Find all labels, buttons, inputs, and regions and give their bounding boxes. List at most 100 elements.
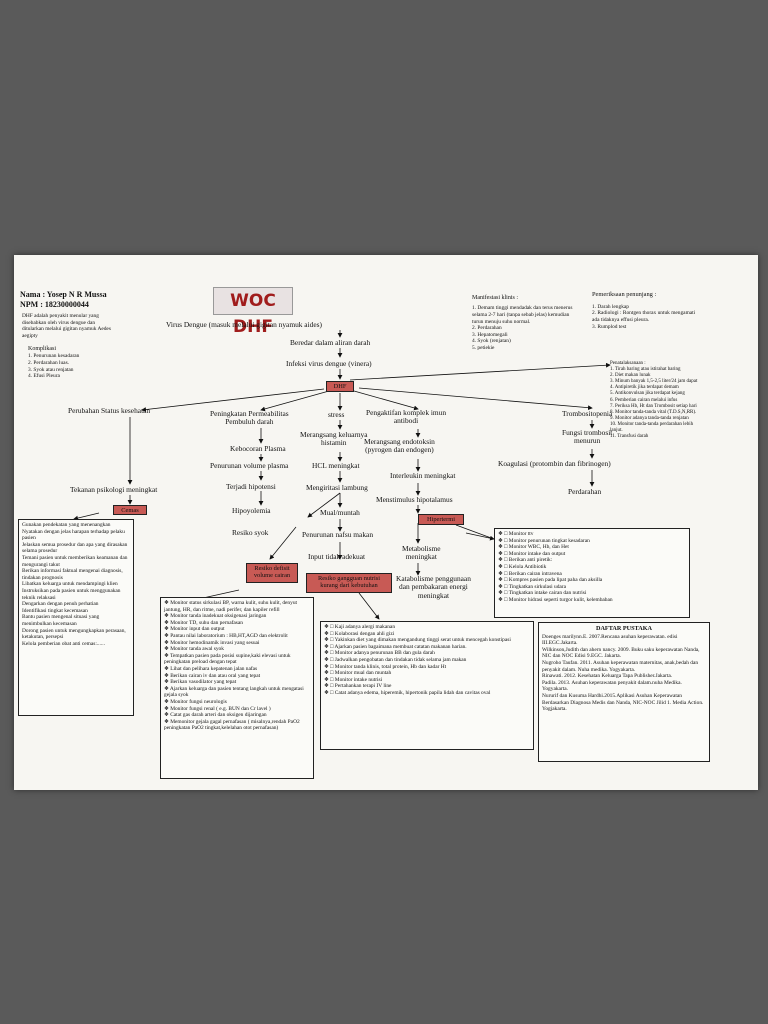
list-item: ❖ □ Jadwalkan pengobatan dan tindakan ti…: [324, 656, 467, 663]
node-thrombocytopenia: Trombositopenia: [562, 409, 613, 418]
list-item: Dorong pasien untuk mengungkapkan perasa…: [22, 627, 126, 641]
reference-item: Nugroho Taufan. 2011. Asuhan keperawatan…: [542, 659, 699, 673]
node-hypovolemia: Hipoyolemia: [232, 506, 271, 515]
reference-item: Nururif dan Kusuma Hardhi.2015.Aplikasi …: [542, 692, 704, 713]
node-thrombocyte-function: Fungsi trombosit menurun: [562, 428, 613, 446]
management-item: 2. Diet makan lunak: [610, 373, 651, 379]
management-item: 11. Transfusi darah: [610, 434, 649, 440]
node-nausea: Mual/muntah: [320, 508, 360, 517]
node-metabolism: Metabolisme meningkat: [402, 544, 441, 562]
fluid-interventions: ❖ Monitor status sirkulasi BP, warna kul…: [160, 597, 314, 779]
node-hcl: HCL meningkat: [312, 461, 360, 470]
node-health-change: Perubahan Status kesehatan: [68, 406, 151, 415]
list-item: ❖ Tempatkan pasien pada posisi supine,ka…: [164, 652, 291, 666]
list-item: Nyatakan dengan jelas harapan terhadap p…: [22, 528, 125, 542]
node-plasma-leak: Kebocoran Plasma: [230, 444, 286, 453]
reference-item: Rinawati. 2012. Kesehatan Keluarga Tapa …: [542, 673, 673, 680]
list-item: ❖ Monitor input dan output: [164, 626, 225, 633]
management-title: Penatalaksanaan :: [610, 361, 646, 366]
node-complex: Pengaktifan komplek imun antibodi: [366, 408, 447, 426]
management-section: Penatalaksanaan : 1. Tirah baring atau i…: [610, 361, 702, 440]
list-item: ❖ □ Tingkatkan intake cairan dan nutrisi: [498, 590, 587, 597]
nutrition-interventions: ❖ □ Kaji adanya alergi makanan ❖ □ Kolab…: [320, 621, 534, 750]
list-item: ❖ Monitor fungsi renal ( e.g. BUN dan Cr…: [164, 705, 271, 712]
reference-item: Wilkinson,Judith dan ahern nancy. 2009. …: [542, 646, 700, 660]
list-item: ❖ □ Kaji adanya alergi makanan: [324, 624, 396, 630]
node-infection: Infeksi virus dengue (vinera): [286, 359, 372, 368]
node-interleukin: Interleukin meningkat: [390, 471, 456, 480]
woc-sheet: Nama : Yosep N R Mussa NPM : 18230000044…: [14, 255, 758, 790]
management-item: 10. Monitor tanda-tanda perdarahan lebih…: [610, 421, 694, 434]
dx-fluid-deficit: Resiko defisit volume cairan: [246, 563, 298, 583]
references-title: DAFTAR PUSTAKA: [596, 625, 652, 632]
clinical-item: 3. Hepatomegali: [472, 331, 508, 338]
definition-text: DHF adalah penyakit menular yang disebab…: [22, 313, 111, 339]
anxiety-interventions: Gunakan pendekatan yang menenangkan Nyat…: [18, 519, 134, 716]
reference-item: Doenges marilynn.E. 2007.Rencana asuhan …: [542, 633, 678, 647]
list-item: Kelola pemberian obat anti cemas:......: [22, 640, 105, 647]
management-item: 7. Periksa Hb, Ht dan Trombosit setiap h…: [610, 403, 697, 409]
list-item: Jelaskan semua prosedur dan apa yang dir…: [22, 541, 128, 555]
management-item: 5. Antikonvulsan jika terdapat kejang: [610, 391, 685, 397]
clinical-item: 5. petiekie: [472, 344, 495, 351]
list-item: ❖ Monitor fungsi neurologis: [164, 698, 227, 705]
list-item: ❖ □ Monitor adanya penurunan BB dan gula…: [324, 650, 435, 657]
node-blood: Beredar dalam aliran darah: [290, 338, 371, 347]
complications-title: Komplikasi: [28, 346, 56, 352]
list-item: ❖ □ Monitor hidrasi seperti turgor kulit…: [498, 596, 613, 603]
node-bleeding: Perdarahan: [568, 487, 602, 496]
author-name: Nama : Yosep N R Mussa: [20, 290, 107, 299]
dx-hyperthermia: Hipertermi: [418, 514, 464, 525]
node-dhf: DHF: [326, 381, 354, 392]
support-section: Pemeriksaan penunjang : 1. Darah lengkap…: [592, 291, 702, 330]
complication-item: 3. Syok atau renjatan: [28, 366, 74, 373]
list-item: ❖ Monitor TD, suhu dan pernafasan: [164, 619, 243, 626]
list-item: ❖ □ Kelola Antibiotik: [498, 563, 547, 570]
page-title: WOC DHF: [213, 287, 293, 337]
clinical-item: 4. Syok (renjatan): [472, 338, 511, 345]
list-item: ❖ □ Yakinkan diet yang dimakan mengandun…: [324, 637, 511, 644]
list-item: ❖ □ Monitor ttv: [498, 531, 534, 537]
list-item: ❖ Monitor tanda inadekuat oksigenasi jar…: [164, 613, 267, 620]
node-hypothalamus: Menstimulus hipotalamus: [376, 495, 453, 504]
list-item: ❖ Memonitor gejala gagal pernafasan ( mi…: [164, 718, 300, 732]
node-appetite: Penurunan nafsu makan: [302, 530, 374, 539]
list-item: Dengarkan dengan penuh perhatian: [22, 601, 99, 608]
complication-item: 1. Penurunan kesadaran: [28, 353, 80, 360]
clinical-item: 1. Demam tinggi mendadak dan terus mener…: [472, 305, 573, 325]
node-coagulation: Koagulasi (protombin dan fibrinogen): [498, 459, 611, 468]
clinical-section: Manifestasi klinis : 1. Demam tinggi men…: [472, 295, 582, 351]
list-item: ❖ Pantau nilai laboratorium : HB,HT,AGD …: [164, 632, 288, 639]
reference-item: Padila. 2013. Asuhan keperawatan penyaki…: [542, 679, 682, 693]
list-item: ❖ Berikan cairan iv dan atau oral yang t…: [164, 672, 261, 679]
management-item: 3. Minum banyak 1,5-2,5 liter/24 jam dap…: [610, 379, 698, 385]
management-item: 4. Antipiretik jika terdapat demam: [610, 385, 679, 391]
list-item: ❖ □ Monitor intake dan output: [498, 550, 566, 557]
list-item: ❖ □ Catat adanya edema, hiperemik, hiper…: [324, 689, 491, 696]
list-item: Identifikasi tingkat kecemasan: [22, 607, 88, 614]
hyperthermia-interventions: ❖ □ Monitor ttv ❖ □ Monitor penurunan ti…: [494, 528, 690, 618]
list-item: Bantu pasien mengenal situasi yang menim…: [22, 614, 100, 627]
list-item: ❖ Monitor hemodinamik invasi yang sesuai: [164, 639, 260, 646]
list-item: ❖ □ Ajarkan pasien bagaimana membuat cat…: [324, 643, 467, 650]
dx-nutrition: Resiko gangguan nutrisi kurang dari kebu…: [306, 573, 392, 593]
list-item: ❖ Lihat dan pelihara kepatenan jalan naf…: [164, 665, 258, 672]
list-item: ❖ Berikan vasodilator yang tepat: [164, 679, 237, 686]
support-item: 2. Radiologi : Rontgen thorax untuk meng…: [592, 310, 696, 323]
node-plasma-volume: Penurunan volume plasma: [210, 461, 289, 470]
list-item: ❖ □ Monitor mual dan muntah: [324, 670, 392, 677]
clinical-title: Manifestasi klinis :: [472, 295, 518, 301]
list-item: ❖ □ Monitor WBC, Hb, dan Het: [498, 544, 569, 551]
management-item: 1. Tirah baring atau istirahat baring: [610, 367, 681, 373]
node-stomach: Mengiritasi lambung: [306, 483, 368, 492]
management-item: 6. Pemberian cairan melalui infus: [610, 397, 678, 403]
author-npm: NPM : 18230000044: [20, 300, 89, 309]
support-title: Pemeriksaan penunjang :: [592, 291, 657, 298]
management-item: 8. Monitor tanda-tanda vital (T.D.S,N,RR…: [610, 409, 697, 415]
support-item: 1. Darah lengkap: [592, 303, 629, 310]
clinical-item: 2. Perdarahan: [472, 325, 502, 332]
list-item: ❖ □ Tingkatkan sirkulasi udara: [498, 583, 566, 590]
list-item: ❖ Ajarkan keluarga dan pasien tentang la…: [164, 685, 304, 699]
flow-arrows: [73, 330, 611, 620]
list-item: Gunakan pendekatan yang menenangkan: [22, 522, 111, 528]
